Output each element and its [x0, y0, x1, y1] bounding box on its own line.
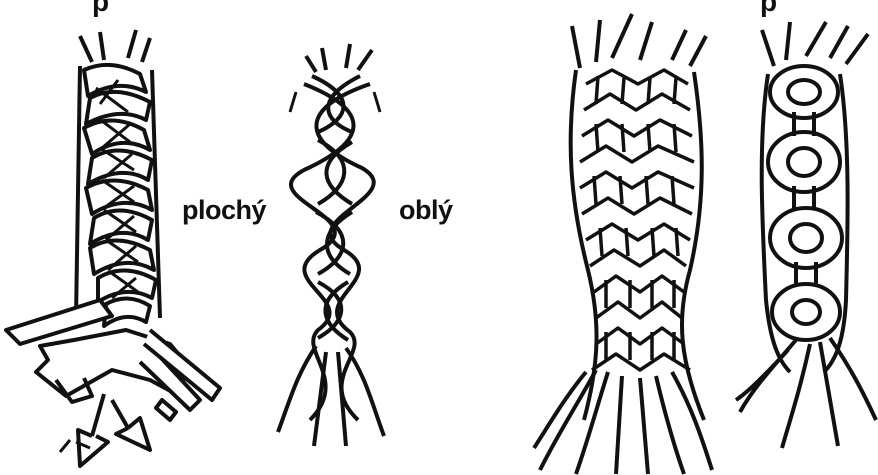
round-braid-figure	[278, 44, 384, 446]
top-text-fragment-left: p	[92, 0, 109, 18]
top-text-fragment-right: p	[760, 0, 777, 18]
label-flat-braid: plochý	[182, 197, 266, 224]
label-round-braid: oblý	[399, 197, 453, 224]
wide-flat-braid-figure	[534, 14, 712, 474]
chain-links	[768, 66, 842, 340]
flat-braid-figure	[6, 30, 220, 466]
pull-arrows	[60, 394, 150, 466]
chain-braid-figure	[736, 22, 876, 448]
